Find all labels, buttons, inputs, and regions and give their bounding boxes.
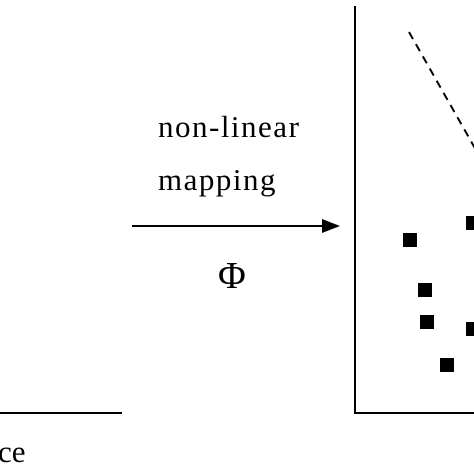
data-point-square — [420, 315, 434, 329]
right-arrow-icon — [132, 219, 340, 233]
separating-hyperplane-dashed — [408, 31, 474, 149]
feature-space-points — [403, 216, 474, 372]
mapping-label-line2: mapping — [158, 162, 277, 197]
arrow-head — [322, 219, 340, 233]
data-point-square — [466, 216, 474, 230]
input-space-label: ce — [0, 434, 26, 469]
data-point-square — [403, 233, 417, 247]
mapping-symbol-phi: Φ — [218, 255, 246, 297]
mapping-label-line1: non-linear — [158, 109, 300, 144]
data-point-square — [418, 283, 432, 297]
data-point-square — [466, 322, 474, 336]
data-point-square — [440, 358, 454, 372]
